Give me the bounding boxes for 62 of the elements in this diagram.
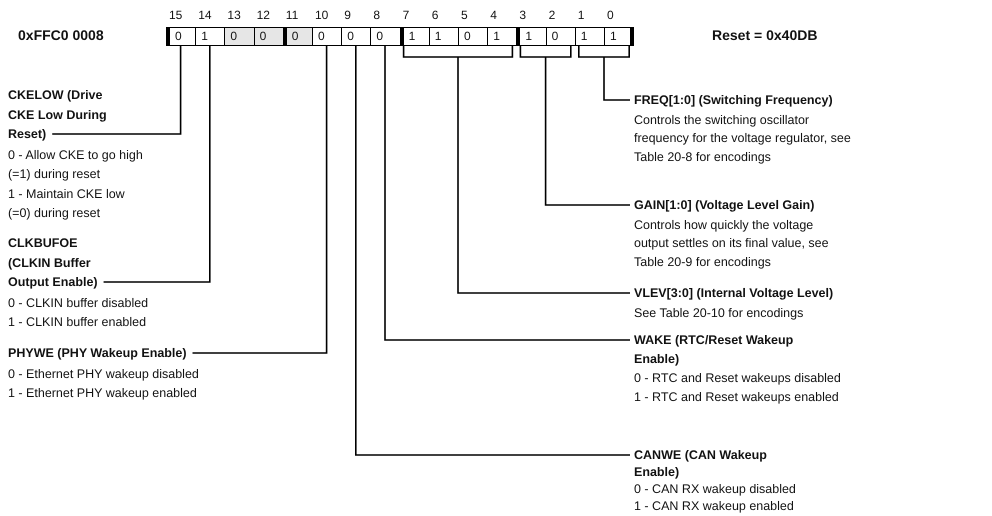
bit-number: 4: [490, 8, 497, 22]
bit-cell: 1: [604, 27, 634, 46]
field-description: 0 - CLKIN buffer disabled: [8, 294, 150, 312]
bit-cell: 1: [574, 27, 605, 46]
field-name: CLKBUFOE (CLKIN Buffer Output Enable): [8, 235, 99, 291]
field-description: 1 - CLKIN buffer enabled: [8, 314, 148, 331]
field-description: 1 - RTC and Reset wakeups enabled: [634, 388, 840, 406]
bit-number: 9: [344, 8, 351, 22]
bit-cell: 0: [282, 27, 313, 46]
leader-line: [355, 46, 630, 456]
bit-number: 7: [402, 8, 410, 22]
reset-value: Reset = 0x40DB: [712, 27, 818, 43]
field-name: WAKE (RTC/Reset Wakeup Enable): [634, 332, 794, 368]
bit-cell: 0: [166, 27, 196, 46]
bit-number: 1: [578, 8, 584, 22]
bit-cell: 1: [428, 27, 459, 46]
leader-line: [384, 46, 630, 341]
bit-number: 8: [373, 8, 380, 22]
bracket-leader: [402, 45, 631, 294]
bit-cell: 0: [312, 27, 342, 46]
bit-number: 2: [548, 8, 556, 22]
bit-number: 5: [461, 8, 468, 22]
bit-number: 10: [315, 8, 328, 22]
leader-line: [52, 46, 182, 135]
field-name: CANWE (CAN Wakeup Enable): [634, 447, 768, 480]
bit-number: 0: [607, 8, 614, 22]
field-name: PHYWE (PHY Wakeup Enable): [8, 345, 188, 362]
bit-number: 6: [432, 8, 438, 22]
bit-number: 15: [169, 8, 182, 22]
bit-number: 11: [286, 8, 298, 22]
field-description: 0 - CAN RX wakeup disabled: [634, 481, 797, 498]
register-address: 0xFFC0 0008: [18, 27, 104, 43]
bit-cell: 0: [370, 27, 401, 46]
field-description: 1 - CAN RX wakeup enabled: [634, 498, 795, 514]
bit-cell: 0: [224, 27, 255, 46]
field-description: 0 - RTC and Reset wakeups disabled: [634, 370, 842, 387]
bit-number: 14: [198, 8, 212, 22]
field-description: Controls the switching oscillator frequency for the voltage regulator, see Table 20-8 for encodings: [634, 112, 852, 166]
bit-cell: 1: [516, 27, 547, 46]
bit-number: 12: [256, 8, 270, 22]
field-description: 1 - Ethernet PHY wakeup enabled: [8, 385, 198, 402]
field-name: FREQ[1:0] (Switching Frequency): [634, 92, 834, 109]
field-description: 1 - Maintain CKE low (=0) during reset: [8, 186, 126, 222]
bit-cell: 0: [458, 27, 488, 46]
bit-number: 13: [227, 8, 241, 22]
bit-cell: 0: [254, 27, 284, 46]
field-description: 0 - Allow CKE to go high (=1) during reset: [8, 146, 144, 183]
field-description: Controls how quickly the voltage output settles on its final value, see Table 20-9 for encodings: [634, 216, 830, 271]
field-description: See Table 20-10 for encodings: [634, 304, 804, 322]
field-name: VLEV[3:0] (Internal Voltage Level): [634, 285, 834, 302]
leader-line: [192, 46, 328, 354]
bit-cell: 0: [341, 27, 372, 46]
field-name: GAIN[1:0] (Voltage Level Gain): [634, 197, 816, 214]
bit-cell: 0: [546, 27, 576, 46]
leader-line: [104, 46, 211, 283]
bit-number: 3: [519, 8, 526, 22]
field-name: CKELOW (Drive CKE Low During Reset): [8, 87, 108, 143]
bit-cell: 1: [487, 27, 518, 46]
field-description: 0 - Ethernet PHY wakeup disabled: [8, 366, 200, 383]
bracket-leader: [520, 45, 631, 206]
bracket-leader: [578, 45, 631, 101]
bit-cell: 1: [400, 27, 430, 46]
